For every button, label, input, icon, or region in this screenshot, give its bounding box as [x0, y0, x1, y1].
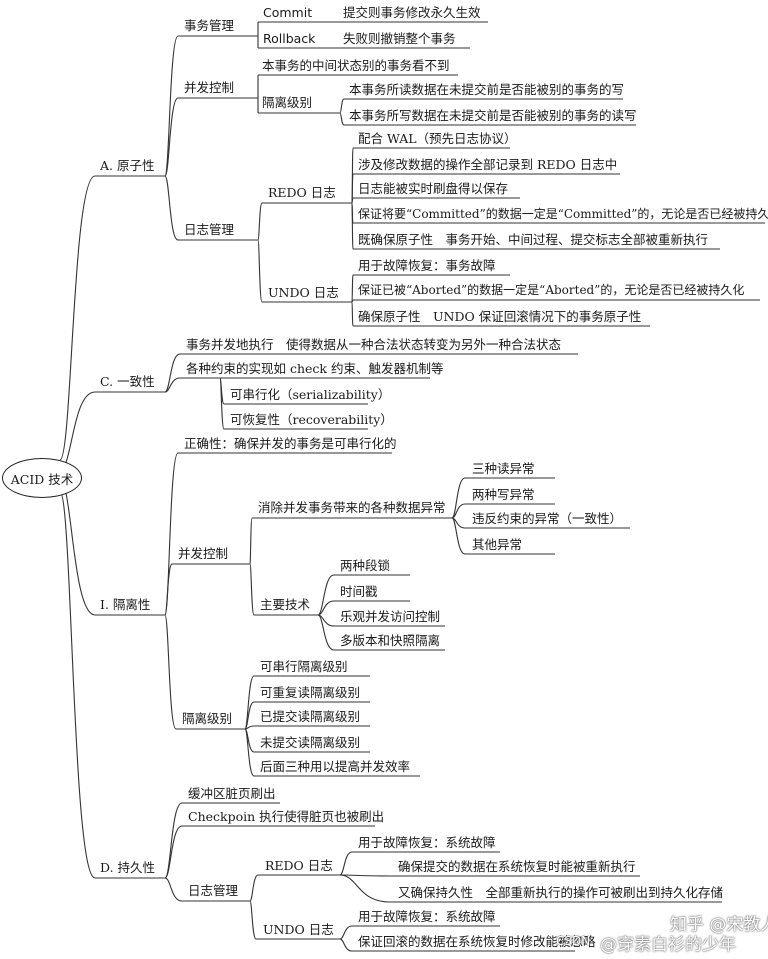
consistency-item: 事务并发地执行 使得数据从一种合法状态转变为另外一种合法状态 [186, 337, 562, 352]
atomicity-undo-title: UNDO 日志 [268, 285, 339, 300]
isolation-level-item: 未提交读隔离级别 [260, 735, 361, 750]
durability-title: D. 持久性 [100, 860, 156, 875]
isolation-level-label: 隔离级别 [262, 95, 313, 110]
anomaly-item: 三种读异常 [472, 461, 535, 476]
txn-mgmt-title: 事务管理 [184, 18, 235, 33]
isolation-concurrency-title: 并发控制 [178, 546, 229, 561]
atomicity-log-title: 日志管理 [184, 222, 235, 237]
anomaly-item: 两种写异常 [472, 487, 535, 502]
atomicity-concurrency-title: 并发控制 [184, 80, 235, 95]
commit-label: Commit [263, 5, 313, 20]
redo-item: 日志能被实时刷盘得以保存 [358, 181, 509, 196]
invisible-state: 本事务的中间状态别的事务看不到 [262, 58, 450, 73]
redo-item: 配合 WAL（预先日志协议） [358, 131, 517, 146]
atomicity-redo-title: REDO 日志 [268, 185, 336, 200]
redo-item: 涉及修改数据的操作全部记录到 REDO 日志中 [358, 157, 618, 172]
consistency-item: 各种约束的实现如 check 约束、触发器机制等 [186, 361, 444, 376]
isolation-title: I. 隔离性 [100, 597, 151, 612]
isolation-level-item: 后面三种用以提高并发效率 [260, 759, 411, 774]
durability-item: Checkpoin 执行使得脏页也被刷出 [188, 809, 385, 824]
durability-redo-title: REDO 日志 [265, 858, 333, 873]
anomaly-item: 其他异常 [472, 537, 523, 552]
isolation-level-item: 已提交读隔离级别 [260, 709, 361, 724]
durability-undo-item: 用于故障恢复：系统故障 [358, 909, 496, 924]
csdn-watermark: CSDN [556, 934, 591, 948]
durability-undo-item: 保证回滚的数据在系统恢复时修改能被忽略 [358, 934, 596, 949]
isolation-correctness: 正确性：确保并发的事务是可串行化的 [184, 436, 397, 451]
technique-item: 两种段锁 [340, 558, 391, 573]
iso-write: 本事务所写数据在未提交前是否能被别的事务的读写 [349, 108, 637, 123]
technique-item: 时间戳 [340, 584, 378, 599]
zhihu-watermark: 知乎 @宋教人 [670, 915, 768, 935]
durability-undo-title: UNDO 日志 [263, 922, 334, 937]
undo-item: 确保原子性 UNDO 保证回滚情况下的事务原子性 [358, 309, 642, 324]
rollback-desc: 失败则撤销整个事务 [343, 31, 456, 46]
anomalies-title: 消除并发事务带来的各种数据异常 [258, 500, 446, 515]
isolation-level-item: 可串行隔离级别 [260, 659, 348, 674]
undo-item: 用于故障恢复：事务故障 [358, 258, 496, 273]
anomaly-item: 违反约束的异常（一致性） [472, 511, 623, 526]
root-node: ACID 技术 [2, 458, 82, 498]
undo-item: 保证已被“Aborted”的数据一定是“Aborted”的，无论是否已经被持久化 [358, 283, 745, 297]
durability-redo-item: 确保提交的数据在系统恢复时能被重新执行 [398, 859, 636, 874]
iso-read: 本事务所读数据在未提交前是否能被别的事务的写 [349, 82, 625, 97]
consistency-title: C. 一致性 [100, 374, 155, 389]
durability-log-title: 日志管理 [188, 883, 239, 898]
isolation-level-item: 可重复读隔离级别 [260, 685, 361, 700]
durability-redo-item: 又确保持久性 全部重新执行的操作可被刷出到持久化存储 [398, 885, 724, 900]
consistency-sub: 可恢复性（recoverability） [230, 412, 393, 427]
atomicity-title: A. 原子性 [100, 158, 155, 173]
techniques-title: 主要技术 [260, 597, 311, 612]
commit-desc: 提交则事务修改永久生效 [343, 5, 481, 20]
redo-item: 保证将要“Committed”的数据一定是“Committed”的，无论是否已经… [358, 207, 768, 221]
rollback-label: Rollback [263, 31, 316, 46]
durability-redo-item: 用于故障恢复：系统故障 [358, 835, 496, 850]
technique-item: 乐观并发访问控制 [340, 609, 441, 624]
durability-item: 缓冲区脏页刷出 [188, 786, 276, 801]
technique-item: 多版本和快照隔离 [340, 633, 441, 648]
author-watermark: @穿素白衫的少年 [600, 935, 736, 955]
isolation-levels-title: 隔离级别 [182, 711, 233, 726]
root-label: ACID 技术 [10, 471, 74, 487]
consistency-sub: 可串行化（serializability） [230, 387, 391, 402]
redo-item: 既确保原子性 事务开始、中间过程、提交标志全部被重新执行 [358, 232, 709, 247]
